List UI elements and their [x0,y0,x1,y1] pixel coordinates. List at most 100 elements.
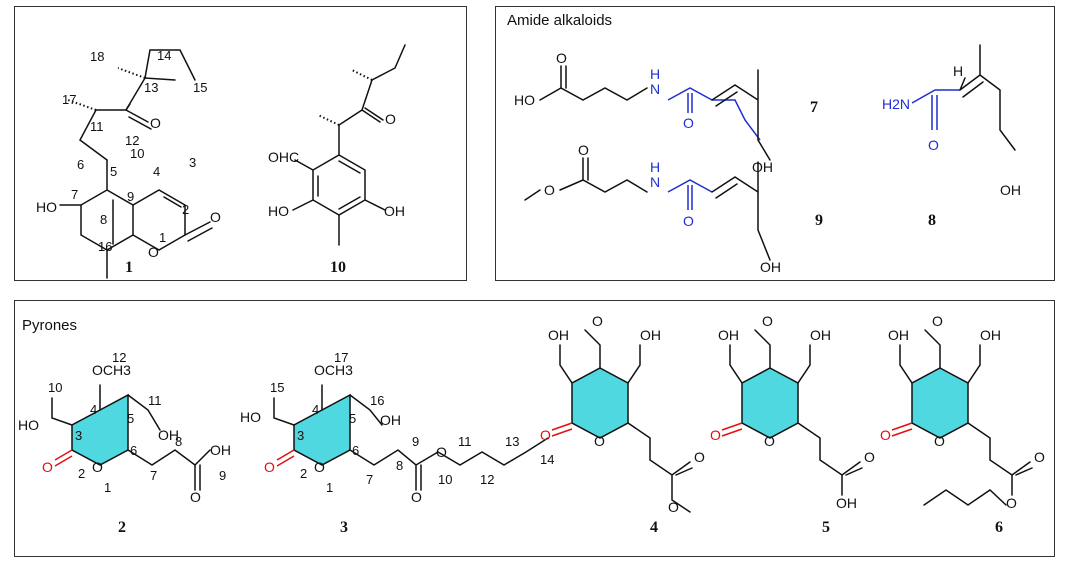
atom-num-2-5: 5 [127,411,134,426]
atom-o-ester-6a: O [1034,449,1045,465]
atom-oh-6a: OH [888,327,909,343]
atom-o-ring-5: O [764,433,775,449]
atom-num-3-16: 16 [370,393,384,408]
atom-num-2-8: 8 [175,434,182,449]
atom-num-2-1: 1 [104,480,111,495]
atom-o-8: O [928,137,939,153]
atom-och3-3: OCH3 [314,362,353,378]
atom-oh-5a: OH [718,327,739,343]
atom-h-8: H [953,63,963,79]
atom-oh-acid-2: OH [210,442,231,458]
atom-o-ester: O [578,142,589,158]
atom-num-14: 14 [157,48,171,63]
atom-o-ester-6b: O [1006,495,1017,511]
compound-id-2: 2 [118,519,126,536]
atom-o-carbonyl-ester-3: O [411,489,422,505]
atom-num-15: 15 [193,80,207,95]
atom-num-10: 10 [130,146,144,161]
atom-o-10: O [385,111,396,127]
atom-num-3-1: 1 [326,480,333,495]
atom-o-4: O [592,313,603,329]
atom-num-5: 5 [110,164,117,179]
atom-num-3-11: 11 [458,434,472,449]
atom-oh-7: OH [752,159,773,175]
panel-amide-alkaloids [495,6,1055,281]
atom-o-ester-3: O [436,444,447,460]
atom-ohc: OHC [268,149,299,165]
atom-num-2-4: 4 [90,402,97,417]
atom-oh-6b: OH [980,327,1001,343]
atom-num-2-11: 11 [148,393,162,408]
compound-7-structure: HO O H N O OH 7 [514,50,818,175]
atom-o-ring-3: O [314,459,325,475]
atom-oh-acid-5: OH [836,495,857,511]
atom-o-carbonyl-2: O [42,459,53,475]
compound-3-structure: OCH3 HO OH O O O O 17 15 16 4 5 3 6 9 11… [240,350,554,536]
compound-id-4: 4 [650,519,658,536]
atom-num-18: 18 [90,49,104,64]
atom-o-acid: O [556,50,567,66]
compound-id-7: 7 [810,99,818,116]
atom-oh-9: OH [760,259,781,275]
atom-oh-4a: OH [548,327,569,343]
atom-num-12: 12 [125,133,139,148]
atom-o-ester-4a: O [694,449,705,465]
atom-o-carbonyl-4: O [540,427,551,443]
atom-o-5: O [762,313,773,329]
atom-num-3: 3 [189,155,196,170]
atom-o-acid-5: O [864,449,875,465]
atom-num-2-3: 3 [75,428,82,443]
atom-num-11: 11 [90,119,104,134]
atom-num-3-4: 4 [312,402,319,417]
atom-ho-acid: HO [514,92,535,108]
atom-ho-2: HO [18,417,39,433]
compound-1-structure: O O O HO 18 14 13 15 17 11 12 6 10 3 5 4… [36,48,221,279]
atom-oh-10b: OH [384,203,405,219]
atom-n-7: N [650,81,660,97]
atom-o-ring-1: O [148,244,159,260]
atom-num-3-12: 12 [480,472,494,487]
atom-o-carbonyl-5: O [710,427,721,443]
compound-6-structure: OH O OH O O O O 6 [880,313,1045,536]
atom-num-7: 7 [71,187,78,202]
atom-nh-9: H [650,159,660,175]
compound-id-5: 5 [822,519,830,536]
atom-num-2: 2 [182,202,189,217]
atom-oh-4b: OH [640,327,661,343]
compound-id-6: 6 [995,519,1003,536]
atom-ho-7: HO [36,199,57,215]
atom-ho-10a: HO [268,203,289,219]
atom-n-9: N [650,174,660,190]
compound-id-10: 10 [330,259,346,276]
atom-o-carbonyl-3: O [264,459,275,475]
panel-compounds-1-10 [14,6,467,281]
atom-num-3-13: 13 [505,434,519,449]
atom-num-9: 9 [127,189,134,204]
atom-num-3-8: 8 [396,458,403,473]
amide-alkaloids-title: Amide alkaloids [507,12,613,29]
atom-o-ring-4: O [594,433,605,449]
pyrones-title: Pyrones [22,317,78,334]
atom-num-17: 17 [62,92,76,107]
atom-num-3-14: 14 [540,452,554,467]
atom-num-1: 1 [159,230,166,245]
compound-id-3: 3 [340,519,348,536]
atom-num-13: 13 [144,80,158,95]
atom-o-methoxy: O [544,182,555,198]
atom-num-2-10: 10 [48,380,62,395]
compound-id-9: 9 [815,212,823,229]
atom-num-3-7: 7 [366,472,373,487]
atom-num-6: 6 [77,157,84,172]
atom-num-2-6: 6 [130,443,137,458]
compound-10-structure: OHC O HO OH 10 [268,44,406,276]
atom-num-3-17: 17 [334,350,348,365]
atom-h2n: H2N [882,96,910,112]
atom-num-3-6: 6 [352,443,359,458]
atom-nh-7: H [650,66,660,82]
compound-id-1: 1 [125,259,133,276]
atom-num-2-12: 12 [112,350,126,365]
atom-o-amide-7: O [683,115,694,131]
compound-4-structure: OH O OH O O O O 4 [540,313,705,536]
compound-id-8: 8 [928,212,936,229]
